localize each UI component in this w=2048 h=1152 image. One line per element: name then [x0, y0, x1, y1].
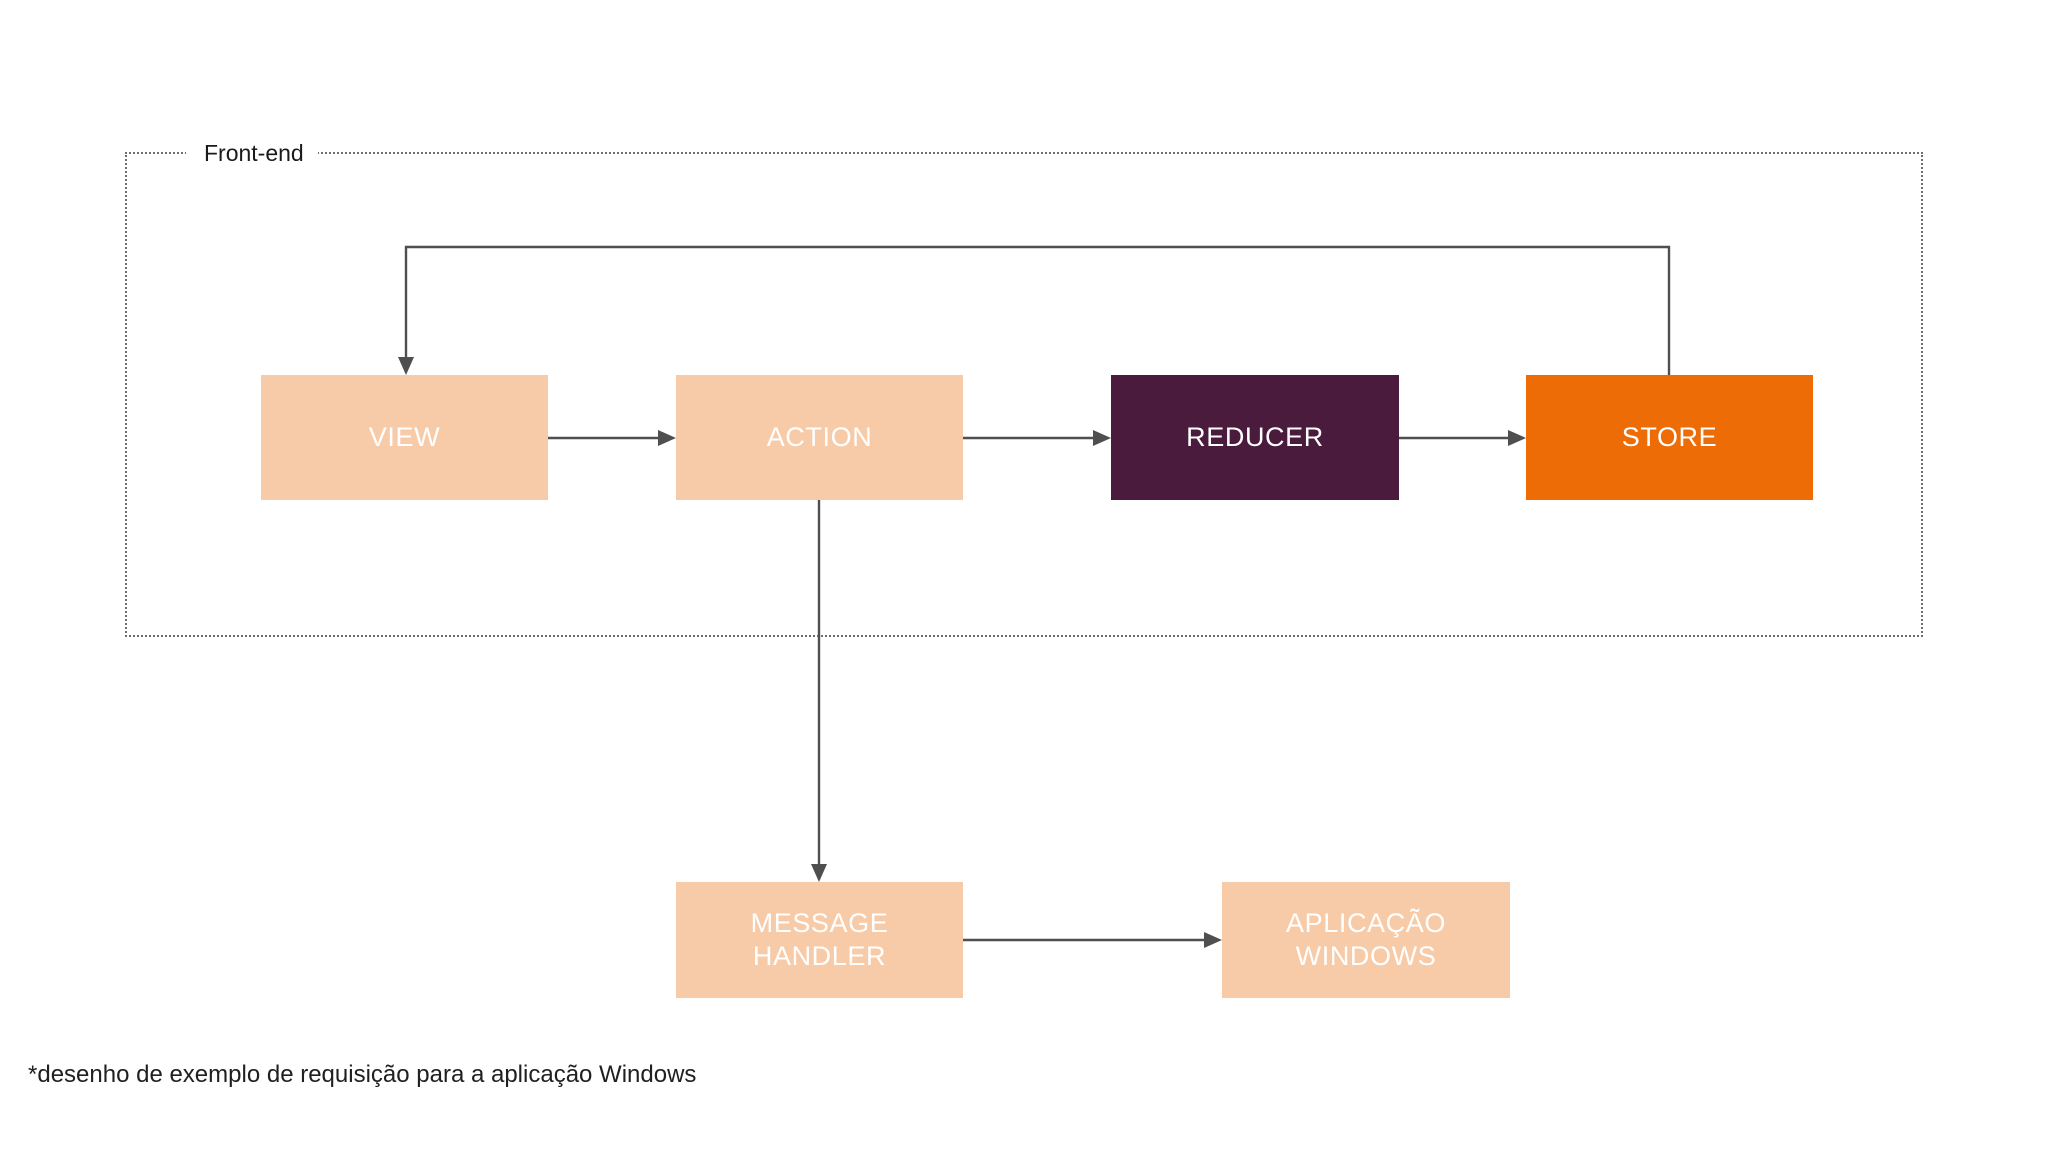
node-reducer[interactable]: REDUCER [1111, 375, 1399, 500]
node-message-handler[interactable]: MESSAGE HANDLER [676, 882, 963, 998]
node-store[interactable]: STORE [1526, 375, 1813, 500]
edge-message-handler-to-windows-app [963, 932, 1222, 948]
front-end-group-label: Front-end [204, 140, 304, 166]
group-label-background [186, 138, 318, 168]
node-view[interactable]: VIEW [261, 375, 548, 500]
node-action[interactable]: ACTION [676, 375, 963, 500]
node-windows-app[interactable]: APLICAÇÃO WINDOWS [1222, 882, 1510, 998]
diagram-caption: *desenho de exemplo de requisição para a… [28, 1061, 697, 1088]
front-end-group-boundary [125, 152, 1923, 637]
